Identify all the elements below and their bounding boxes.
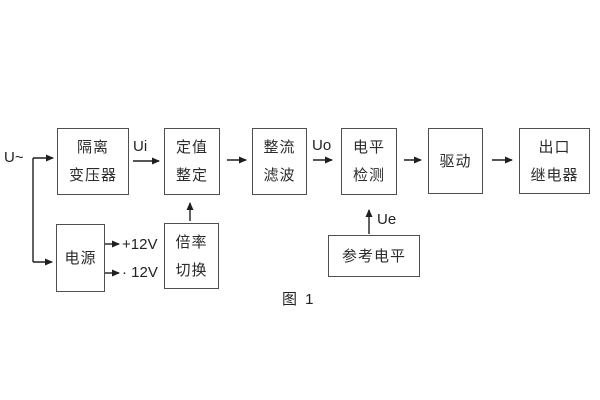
block-label: 电源 [64,249,97,267]
block-power-supply: 电源 [56,224,105,292]
block-label: 变压器 [68,167,117,184]
label-input-voltage: U~ [4,149,24,166]
block-label: 定值 [175,139,208,156]
block-label: 继电器 [530,166,579,184]
block-output-relay: 出口 继电器 [519,128,590,194]
block-label: 驱动 [439,152,472,170]
figure-caption: 图 1 [282,291,316,308]
block-level-detection: 电平 检测 [341,128,397,195]
block-ratio-switch: 倍率 切换 [164,223,219,289]
block-reference-level: 参考电平 [328,235,420,277]
block-label: 出口 [538,138,571,156]
block-isolation-transformer: 隔离 变压器 [57,128,129,195]
block-label: 切换 [175,261,208,279]
label-plus-12v: +12V [122,236,158,253]
block-rectifier-filter: 整流 滤波 [252,128,307,195]
block-label: 检测 [352,167,385,184]
label-ui: Ui [133,138,148,155]
block-label: 隔离 [76,139,109,156]
label-minus-12v: · 12V [122,264,158,281]
block-setpoint-setting: 定值 整定 [164,128,220,195]
block-label: 整定 [175,167,208,184]
block-label: 滤波 [263,167,296,184]
label-uo: Uo [312,137,332,154]
block-drive: 驱动 [428,128,483,194]
block-label: 电平 [352,139,385,156]
label-ue: Ue [377,211,397,228]
block-label: 倍率 [175,233,208,251]
block-label: 参考电平 [341,247,406,265]
block-label: 整流 [263,139,296,156]
